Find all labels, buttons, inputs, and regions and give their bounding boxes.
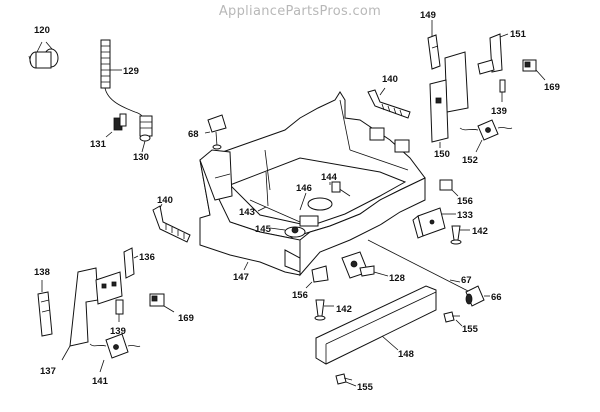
callout-140-top: 140 bbox=[382, 74, 398, 85]
callout-152: 152 bbox=[462, 155, 478, 166]
rail-140-top-part[interactable] bbox=[367, 89, 411, 119]
bracket-136-part[interactable] bbox=[123, 247, 135, 279]
cover-133-part[interactable] bbox=[412, 207, 446, 239]
callout-141: 141 bbox=[92, 376, 109, 387]
callout-148: 148 bbox=[398, 349, 414, 360]
base-tub-part[interactable] bbox=[199, 91, 426, 277]
clip-156-right-part[interactable] bbox=[439, 179, 453, 191]
hose-clamp-part[interactable] bbox=[28, 48, 59, 69]
part-144[interactable] bbox=[331, 181, 341, 193]
callout-156-lower: 156 bbox=[292, 290, 308, 301]
callout-66: 66 bbox=[491, 292, 502, 303]
callout-138: 138 bbox=[34, 267, 50, 278]
callout-150: 150 bbox=[434, 149, 450, 160]
screw-142-lower-part[interactable] bbox=[314, 299, 326, 321]
screw-155-lower-part[interactable] bbox=[335, 373, 353, 385]
watermark: AppliancePartsPros.com bbox=[218, 4, 382, 19]
callout-155-lower: 155 bbox=[357, 382, 374, 393]
sensor-141-part[interactable] bbox=[89, 333, 141, 359]
callout-129: 129 bbox=[123, 66, 139, 77]
sensor-152-part[interactable] bbox=[459, 119, 513, 141]
side-plate-150-part[interactable] bbox=[429, 51, 469, 143]
rod-67-part[interactable] bbox=[367, 239, 471, 293]
callout-120: 120 bbox=[34, 25, 50, 36]
callout-149: 149 bbox=[420, 10, 436, 21]
callout-140-left: 140 bbox=[157, 195, 173, 206]
callout-67: 67 bbox=[461, 275, 472, 286]
switch-169-lower-part[interactable] bbox=[149, 293, 165, 307]
bracket-149-part[interactable] bbox=[427, 34, 441, 70]
callout-133: 133 bbox=[457, 210, 473, 221]
callout-146: 146 bbox=[296, 183, 312, 194]
callout-145: 145 bbox=[255, 224, 272, 235]
callout-142-lower: 142 bbox=[336, 304, 352, 315]
callout-128: 128 bbox=[389, 273, 405, 284]
hose-end-130-part[interactable] bbox=[139, 134, 151, 142]
callout-68: 68 bbox=[188, 129, 199, 140]
callout-169-lower: 169 bbox=[178, 313, 194, 324]
clip-156-lower-part[interactable] bbox=[311, 265, 329, 283]
callout-143: 143 bbox=[239, 207, 255, 218]
callout-142-right: 142 bbox=[472, 226, 488, 237]
switch-169-top-part[interactable] bbox=[522, 59, 537, 72]
handle-138-part[interactable] bbox=[37, 291, 53, 337]
clip-139-top-part[interactable] bbox=[499, 79, 506, 93]
callout-144: 144 bbox=[321, 172, 338, 183]
rail-140-left-part[interactable] bbox=[152, 205, 191, 243]
bracket-68-part[interactable] bbox=[207, 114, 227, 150]
callout-151: 151 bbox=[510, 29, 527, 40]
callout-131: 131 bbox=[90, 139, 107, 150]
callout-139-lower: 139 bbox=[110, 326, 126, 337]
callout-169-top: 169 bbox=[544, 82, 560, 93]
callout-156-right: 156 bbox=[457, 196, 473, 207]
callout-139-top: 139 bbox=[491, 106, 507, 117]
clip-139-lower-part[interactable] bbox=[115, 299, 124, 315]
bracket-151-part[interactable] bbox=[477, 33, 503, 75]
drain-hose-part[interactable] bbox=[100, 39, 153, 137]
screw-155-right-part[interactable] bbox=[443, 311, 460, 323]
callout-155-right: 155 bbox=[462, 324, 479, 335]
callout-130: 130 bbox=[133, 152, 149, 163]
valve-128-part[interactable] bbox=[341, 251, 375, 279]
part-143[interactable] bbox=[265, 171, 269, 207]
clamp-131-part[interactable] bbox=[113, 113, 127, 131]
side-bracket-137-part[interactable] bbox=[69, 267, 123, 347]
knob-66-part[interactable] bbox=[465, 285, 485, 307]
callout-137: 137 bbox=[40, 366, 56, 377]
kick-plate-148-part[interactable] bbox=[315, 285, 437, 365]
screw-142-right-part[interactable] bbox=[450, 225, 462, 245]
callout-147: 147 bbox=[233, 272, 249, 283]
callout-136: 136 bbox=[139, 252, 155, 263]
